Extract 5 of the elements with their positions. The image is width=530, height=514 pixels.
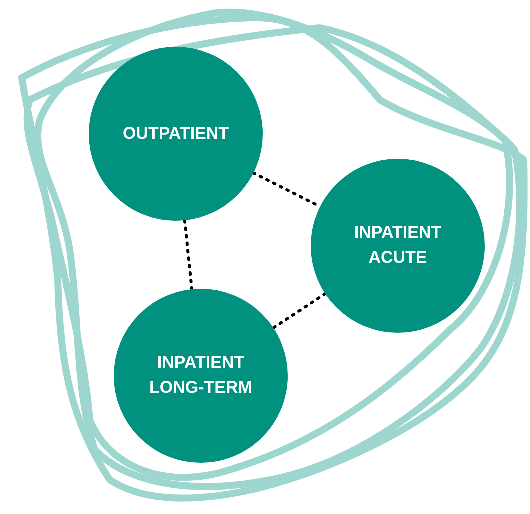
circle-label: INPATIENT LONG-TERM	[148, 352, 254, 399]
dotted-connector	[272, 292, 327, 330]
circle-label: OUTPATIENT	[122, 122, 230, 145]
dotted-connector	[183, 219, 194, 291]
circle-label: INPATIENT ACUTE	[353, 222, 443, 269]
